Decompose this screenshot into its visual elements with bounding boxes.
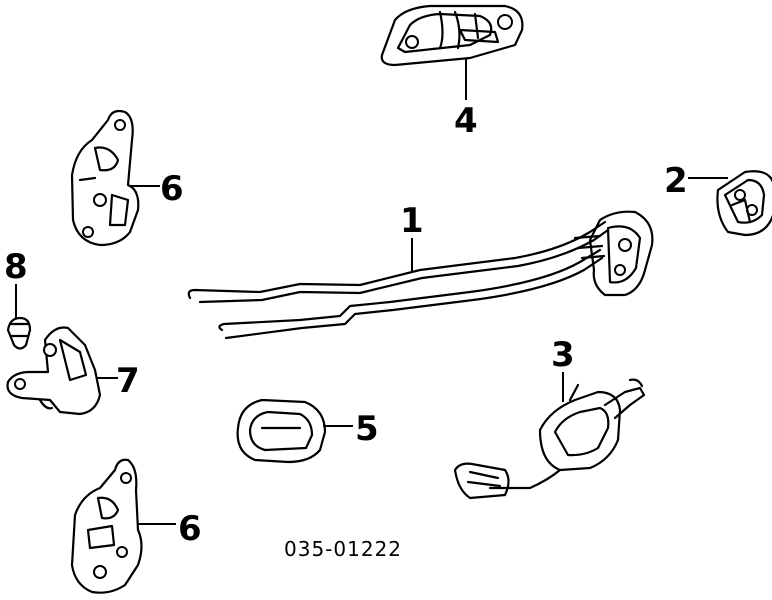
inside-handle bbox=[236, 398, 327, 464]
upper-hinge bbox=[70, 109, 140, 247]
callout-1: 1 bbox=[400, 201, 424, 241]
outside-handle bbox=[380, 4, 524, 67]
callout-6-upper: 6 bbox=[160, 169, 184, 209]
clip bbox=[6, 316, 32, 350]
callout-6-lower: 6 bbox=[178, 509, 202, 549]
lower-hinge bbox=[70, 458, 143, 594]
callout-5: 5 bbox=[355, 409, 379, 449]
part-code: 035-01222 bbox=[284, 537, 402, 561]
striker bbox=[716, 170, 772, 237]
callout-2: 2 bbox=[664, 161, 688, 201]
callout-3: 3 bbox=[551, 335, 575, 375]
door-check bbox=[6, 326, 102, 416]
callout-4: 4 bbox=[454, 101, 478, 141]
latch-rod-assembly bbox=[187, 210, 654, 340]
callout-8: 8 bbox=[4, 247, 28, 287]
actuator bbox=[453, 378, 646, 500]
callout-7: 7 bbox=[116, 361, 140, 401]
